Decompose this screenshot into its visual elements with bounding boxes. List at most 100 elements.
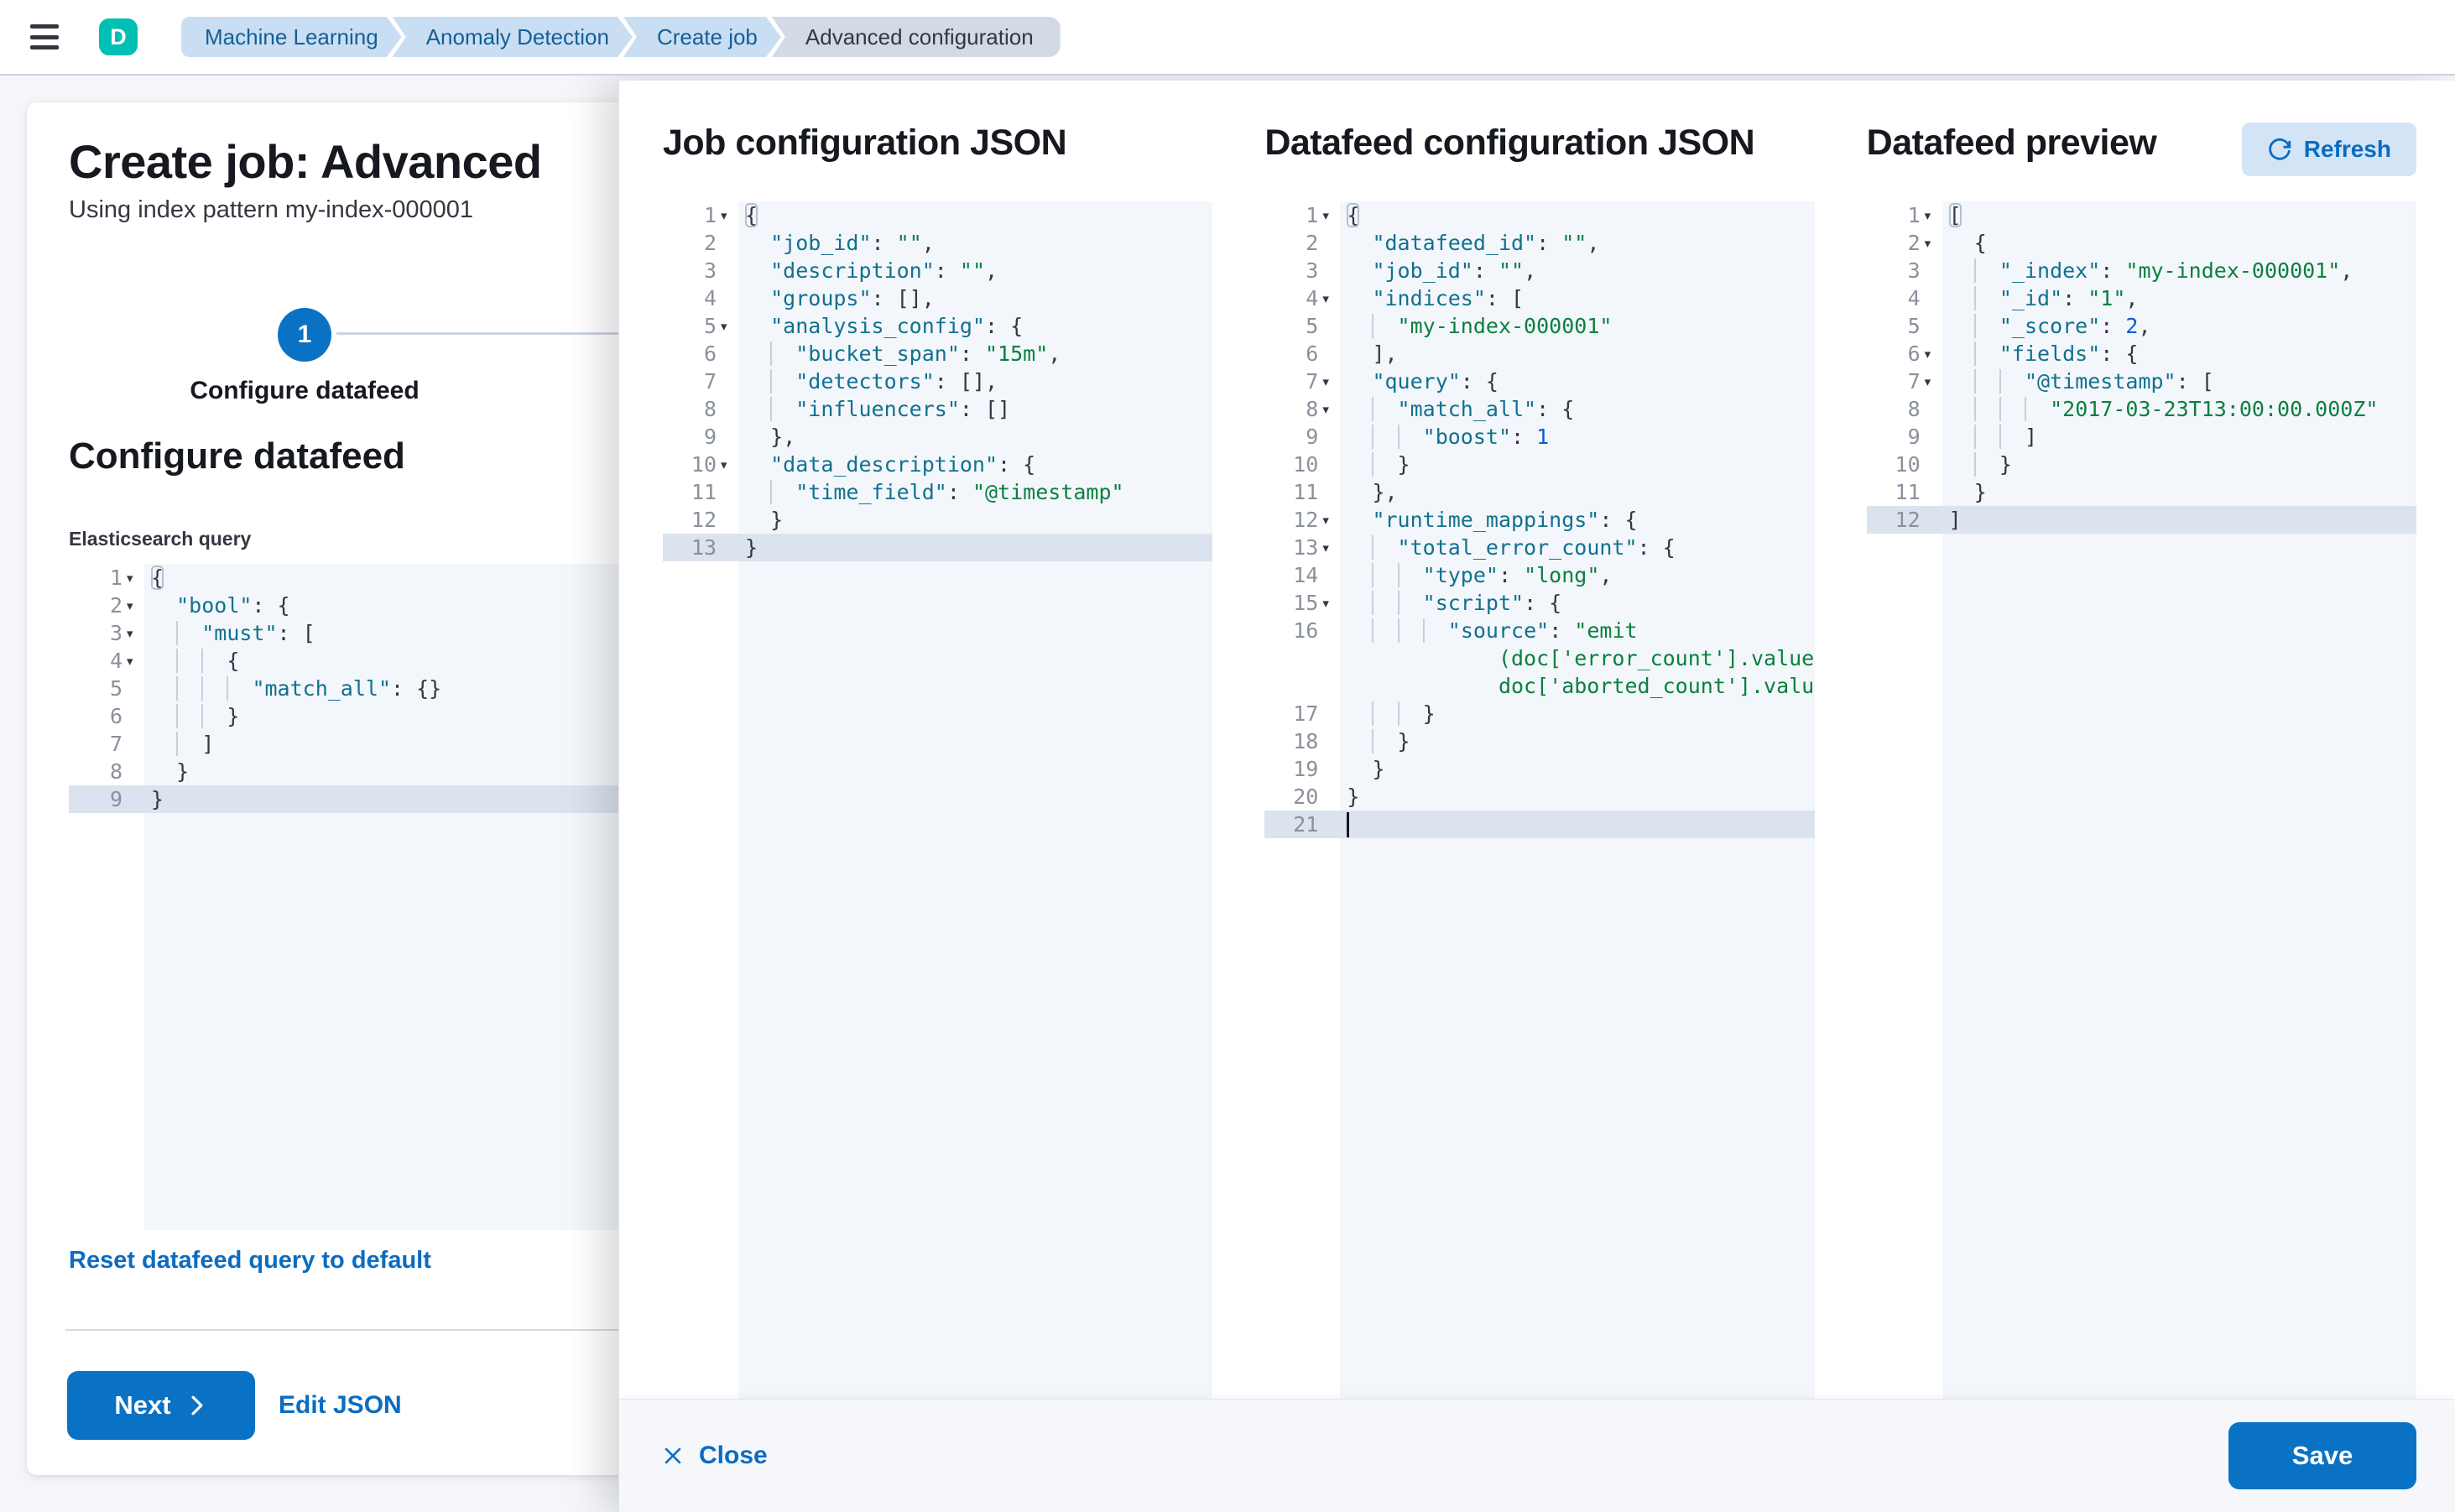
line-gutter: 1▾ [1867, 203, 1942, 227]
code-line: (doc['error_count'].value + [1498, 646, 1815, 670]
fold-arrow-icon[interactable]: ▾ [1322, 402, 1329, 417]
code-line: 1▾{ [69, 564, 1243, 592]
close-icon [661, 1444, 685, 1468]
line-gutter: 6▾ [1867, 342, 1942, 366]
code-line: 9 ] [1867, 423, 2416, 451]
datafeed-config-column: Datafeed configuration JSON 1▾{2 "datafe… [1264, 123, 1815, 1399]
code-line: 9 }, [663, 423, 1212, 451]
breadcrumb-create-job[interactable]: Create job [623, 17, 781, 57]
line-gutter: 12 [1895, 508, 1921, 532]
save-button[interactable]: Save [2228, 1422, 2416, 1489]
breadcrumb-machine-learning[interactable]: Machine Learning [181, 17, 402, 57]
fold-arrow-icon[interactable]: ▾ [1322, 513, 1329, 528]
fold-arrow-icon[interactable]: ▾ [127, 626, 133, 641]
code-line: 6 "bucket_span": "15m", [663, 340, 1212, 368]
line-gutter: 20 [1293, 785, 1319, 809]
line-gutter: 3 [703, 258, 717, 283]
code-line: 7 "detectors": [], [663, 368, 1212, 395]
fold-arrow-icon[interactable]: ▾ [127, 654, 133, 669]
code-line: 13▾ "total_error_count": { [1264, 534, 1814, 561]
datafeed-config-title: Datafeed configuration JSON [1264, 123, 1755, 163]
code-line: doc['aborted_count'].value)" [1498, 674, 1815, 698]
line-gutter: 18 [1293, 729, 1319, 753]
fold-arrow-icon[interactable]: ▾ [127, 598, 133, 613]
line-gutter: 7 [703, 369, 717, 394]
line-gutter: 8 [703, 397, 717, 421]
next-button[interactable]: Next [67, 1371, 255, 1440]
line-gutter: 2▾ [1867, 231, 1942, 255]
next-button-label: Next [114, 1390, 171, 1420]
reset-datafeed-query-link[interactable]: Reset datafeed query to default [69, 1247, 431, 1274]
fold-arrow-icon[interactable]: ▾ [1322, 208, 1329, 223]
code-line: 11 "time_field": "@timestamp" [663, 478, 1212, 506]
edit-json-link[interactable]: Edit JSON [279, 1391, 402, 1419]
breadcrumb-advanced-configuration: Advanced configuration [771, 17, 1061, 57]
line-gutter: 19 [1293, 757, 1319, 781]
line-gutter: 21 [1293, 812, 1319, 837]
fold-arrow-icon[interactable]: ▾ [1924, 374, 1931, 389]
line-gutter: 8▾ [1264, 397, 1340, 421]
code-line: 8 } [69, 758, 1243, 785]
code-line: 15▾ "script": { [1264, 589, 1814, 617]
code-line: 6 ], [1264, 340, 1814, 368]
code-line: 10 } [1264, 451, 1814, 478]
datafeed-config-editor[interactable]: 1▾{2 "datafeed_id": "",3 "job_id": "",4▾… [1264, 201, 1815, 1399]
fold-arrow-icon[interactable]: ▾ [721, 319, 727, 334]
line-gutter: 12▾ [1264, 508, 1340, 532]
line-gutter: 11 [691, 480, 717, 504]
close-button[interactable]: Close [661, 1442, 768, 1470]
fold-arrow-icon[interactable]: ▾ [721, 208, 727, 223]
code-line: 16 "source": "emit [1264, 617, 1814, 644]
line-gutter: 13 [691, 535, 717, 560]
refresh-icon [2267, 137, 2292, 162]
line-gutter: 11 [1293, 480, 1319, 504]
fold-arrow-icon[interactable]: ▾ [1322, 291, 1329, 306]
step-label: Configure datafeed [190, 377, 420, 404]
step-1-indicator[interactable]: 1 [278, 308, 331, 362]
line-gutter: 3▾ [69, 621, 144, 645]
fold-arrow-icon[interactable]: ▾ [1924, 208, 1931, 223]
code-line: 5 "my-index-000001" [1264, 312, 1814, 340]
code-line: 7 ] [69, 730, 1243, 758]
section-heading: Configure datafeed [69, 435, 405, 477]
fold-arrow-icon[interactable]: ▾ [1924, 347, 1931, 362]
line-gutter: 9 [1306, 425, 1319, 449]
fold-arrow-icon[interactable]: ▾ [721, 457, 727, 472]
fold-arrow-icon[interactable]: ▾ [1322, 540, 1329, 555]
job-config-column: Job configuration JSON 1▾{2 "job_id": ""… [663, 123, 1213, 1399]
line-gutter: 16 [1293, 618, 1319, 643]
code-line: 4▾ "indices": [ [1264, 284, 1814, 312]
line-gutter: 17 [1293, 701, 1319, 726]
code-line: 1▾[ [1867, 201, 2416, 229]
code-line: 5▾ "analysis_config": { [663, 312, 1212, 340]
code-line: 4 "groups": [], [663, 284, 1212, 312]
refresh-button[interactable]: Refresh [2241, 123, 2416, 176]
code-line: 18 } [1264, 727, 1814, 755]
code-line: 6▾ "fields": { [1867, 340, 2416, 368]
breadcrumb-anomaly-detection[interactable]: Anomaly Detection [393, 17, 633, 57]
fold-arrow-icon[interactable]: ▾ [1322, 374, 1329, 389]
line-gutter: 7 [109, 732, 122, 756]
fold-arrow-icon[interactable]: ▾ [127, 571, 133, 586]
line-gutter: 3 [1907, 258, 1921, 283]
code-line: 17 } [1264, 700, 1814, 727]
code-line: 2 "job_id": "", [663, 229, 1212, 257]
hamburger-menu-icon[interactable] [30, 21, 60, 53]
line-gutter: 8 [109, 759, 122, 784]
code-line: 11 } [1867, 478, 2416, 506]
json-flyout: Job configuration JSON 1▾{2 "job_id": ""… [618, 81, 2455, 1512]
code-line: 4 "_id": "1", [1867, 284, 2416, 312]
fold-arrow-icon[interactable]: ▾ [1924, 236, 1931, 251]
user-avatar[interactable]: D [99, 18, 138, 55]
line-gutter: 11 [1895, 480, 1921, 504]
fold-arrow-icon[interactable]: ▾ [1322, 596, 1329, 611]
line-gutter: 5 [109, 676, 122, 701]
datafeed-preview-editor[interactable]: 1▾[2▾ {3 "_index": "my-index-000001",4 "… [1866, 201, 2416, 1399]
elasticsearch-query-label: Elasticsearch query [69, 528, 252, 550]
line-gutter: 13▾ [1264, 535, 1340, 560]
line-gutter: 6 [1306, 342, 1319, 366]
line-gutter: 4 [1907, 286, 1921, 310]
job-config-editor[interactable]: 1▾{2 "job_id": "",3 "description": "",4 … [663, 201, 1213, 1399]
line-gutter: 5▾ [663, 314, 738, 338]
